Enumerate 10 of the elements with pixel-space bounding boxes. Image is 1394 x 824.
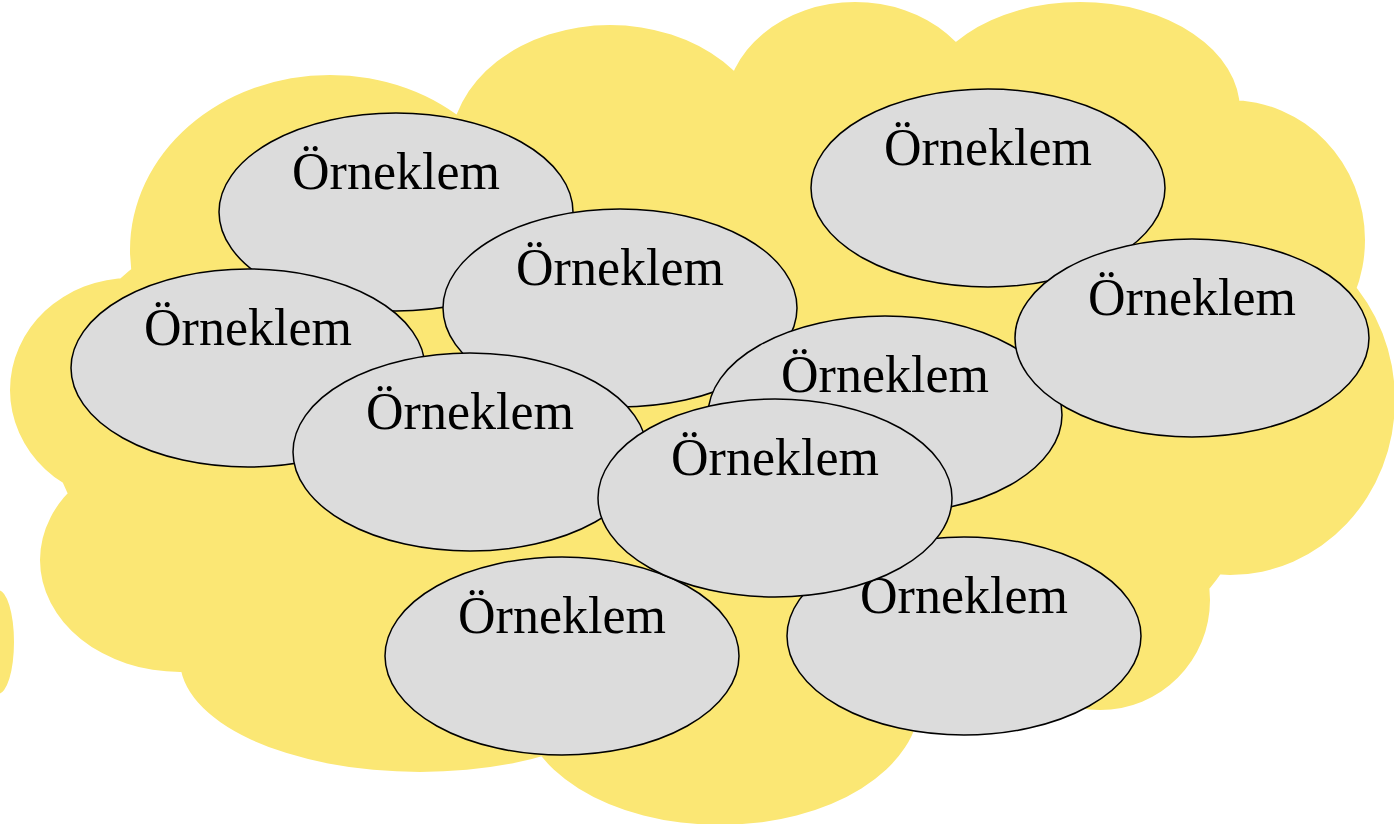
sample-label: Örneklem bbox=[671, 429, 879, 486]
sample-label: Örneklem bbox=[1088, 269, 1296, 326]
sample-label: Örneklem bbox=[516, 239, 724, 296]
sample-label: Örneklem bbox=[366, 383, 574, 440]
sample-label: Örneklem bbox=[884, 119, 1092, 176]
sample-label: Örneklem bbox=[292, 143, 500, 200]
sample-label: Örneklem bbox=[144, 299, 352, 356]
sample-label: Örneklem bbox=[458, 587, 666, 644]
sample-label: Örneklem bbox=[781, 346, 989, 403]
sample-label: Örneklem bbox=[860, 567, 1068, 624]
